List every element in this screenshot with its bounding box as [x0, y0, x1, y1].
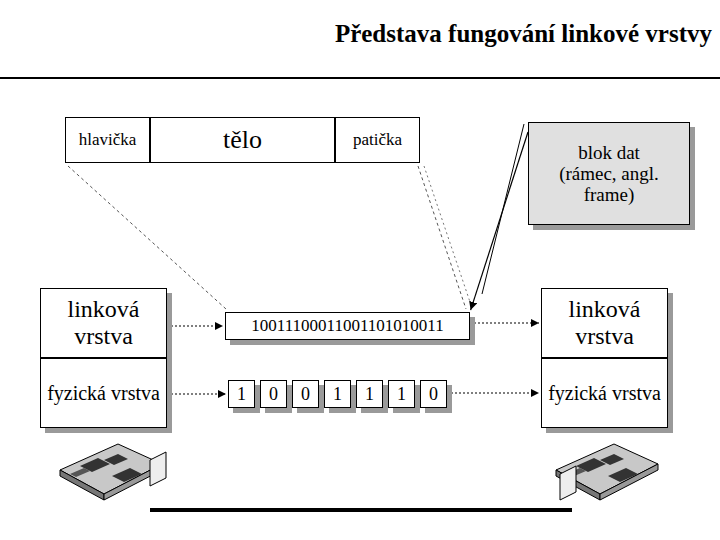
node-label: tělo	[223, 125, 262, 154]
node-label: linková vrstva	[45, 296, 162, 350]
flow-arrow	[167, 325, 223, 326]
flow-arrow	[447, 392, 539, 393]
node-label: 1	[397, 384, 406, 404]
node-label: 1	[237, 384, 246, 404]
node-label: patička	[353, 130, 402, 149]
network-card	[60, 444, 166, 500]
flow-arrow	[470, 322, 539, 323]
frame-footer: patička	[335, 117, 420, 163]
node-label: 0	[269, 384, 278, 404]
callout-box: blok dat (rámec, angl. frame)	[528, 122, 690, 225]
bit-box: 1	[228, 380, 255, 408]
title-rule	[0, 77, 720, 79]
node-label: 1	[333, 384, 342, 404]
callout-arrow	[471, 132, 528, 310]
bit-box: 0	[260, 380, 287, 408]
node-label: linková vrstva	[546, 296, 663, 350]
page-title: Představa fungování linkové vrstvy	[335, 20, 712, 48]
leader-line	[424, 166, 470, 302]
cable	[150, 508, 572, 512]
node-label: hlavička	[79, 130, 137, 149]
flow-arrow	[167, 393, 226, 394]
frame-body: tělo	[150, 117, 335, 163]
leader-line	[418, 166, 466, 309]
layer-box: fyzická vrstva	[541, 358, 668, 428]
node-label: 10011100011001101010011	[251, 316, 443, 335]
network-card	[556, 444, 658, 500]
layer-box: fyzická vrstva	[40, 358, 167, 428]
layer-box: linková vrstva	[40, 288, 167, 358]
node-label: fyzická vrstva	[548, 382, 661, 404]
node-label: blok dat (rámec, angl. frame)	[549, 142, 669, 206]
bit-box: 1	[324, 380, 351, 408]
bit-box: 0	[420, 380, 447, 408]
frame-header: hlavička	[65, 117, 150, 163]
node-label: 0	[429, 384, 438, 404]
node-label: fyzická vrstva	[47, 382, 160, 404]
bit-box: 0	[292, 380, 319, 408]
node-label: 1	[365, 384, 374, 404]
node-label: 0	[301, 384, 310, 404]
bit-box: 1	[388, 380, 415, 408]
bitstring-box: 10011100011001101010011	[225, 312, 470, 340]
bit-box: 1	[356, 380, 383, 408]
layer-box: linková vrstva	[541, 288, 668, 358]
